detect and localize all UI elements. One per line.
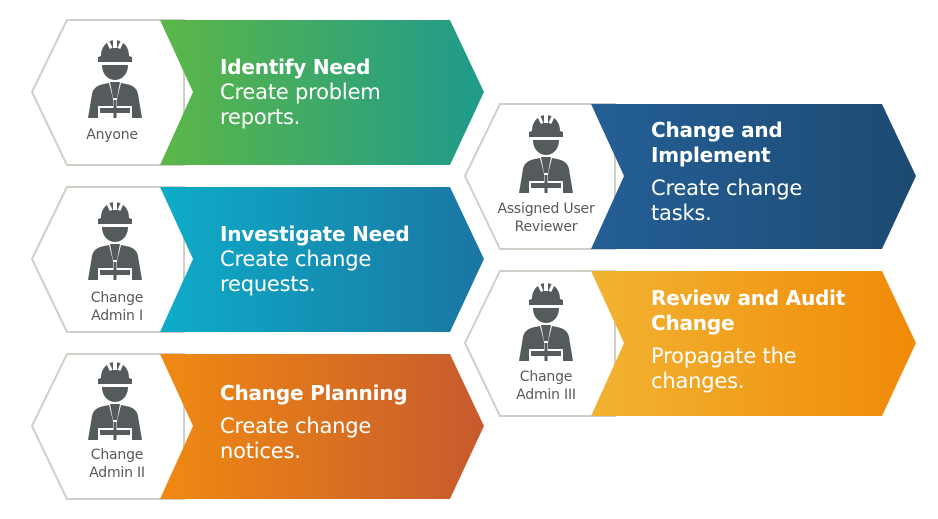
role-label: Change Admin I xyxy=(62,289,172,325)
step-description: Propagate the xyxy=(651,344,797,368)
role-text: Assigned User xyxy=(497,201,595,217)
step-review-audit-change: Review and Audit Change Propagate the ch… xyxy=(651,286,845,394)
step-title: Investigate Need xyxy=(220,222,410,246)
role-text: Admin III xyxy=(516,387,576,403)
step-description: requests. xyxy=(220,272,316,296)
role-label: Change Admin III xyxy=(486,368,606,404)
role-text: Admin II xyxy=(89,465,145,481)
role-text: Change xyxy=(519,369,573,385)
step-description: tasks. xyxy=(651,201,712,225)
role-text: Admin I xyxy=(91,308,143,324)
step-description: reports. xyxy=(220,105,301,129)
role-label: Anyone xyxy=(62,126,162,144)
step-description: Create change xyxy=(651,176,803,200)
step-description: changes. xyxy=(651,369,745,393)
step-title: Implement xyxy=(651,143,771,167)
step-change-planning: Change Planning Create change notices. xyxy=(220,381,408,464)
step-title: Identify Need xyxy=(220,55,371,79)
role-text: Anyone xyxy=(86,127,138,143)
role-label: Assigned User Reviewer xyxy=(486,200,606,236)
step-identify-need: Identify Need Create problem reports. xyxy=(220,55,381,130)
step-title: Review and Audit xyxy=(651,286,846,310)
step-description: Create change xyxy=(220,414,372,438)
step-investigate-need: Investigate Need Create change requests. xyxy=(220,222,410,297)
role-text: Change xyxy=(90,290,144,306)
step-description: Create problem xyxy=(220,80,381,104)
role-label: Change Admin II xyxy=(62,446,172,482)
step-title: Change and xyxy=(651,118,783,142)
step-change-implement: Change and Implement Create change tasks… xyxy=(651,118,802,226)
step-title: Change xyxy=(651,311,735,335)
role-text: Reviewer xyxy=(514,219,578,235)
step-title: Change Planning xyxy=(220,381,408,405)
step-description: notices. xyxy=(220,439,301,463)
step-description: Create change xyxy=(220,247,372,271)
role-text: Change xyxy=(90,447,144,463)
